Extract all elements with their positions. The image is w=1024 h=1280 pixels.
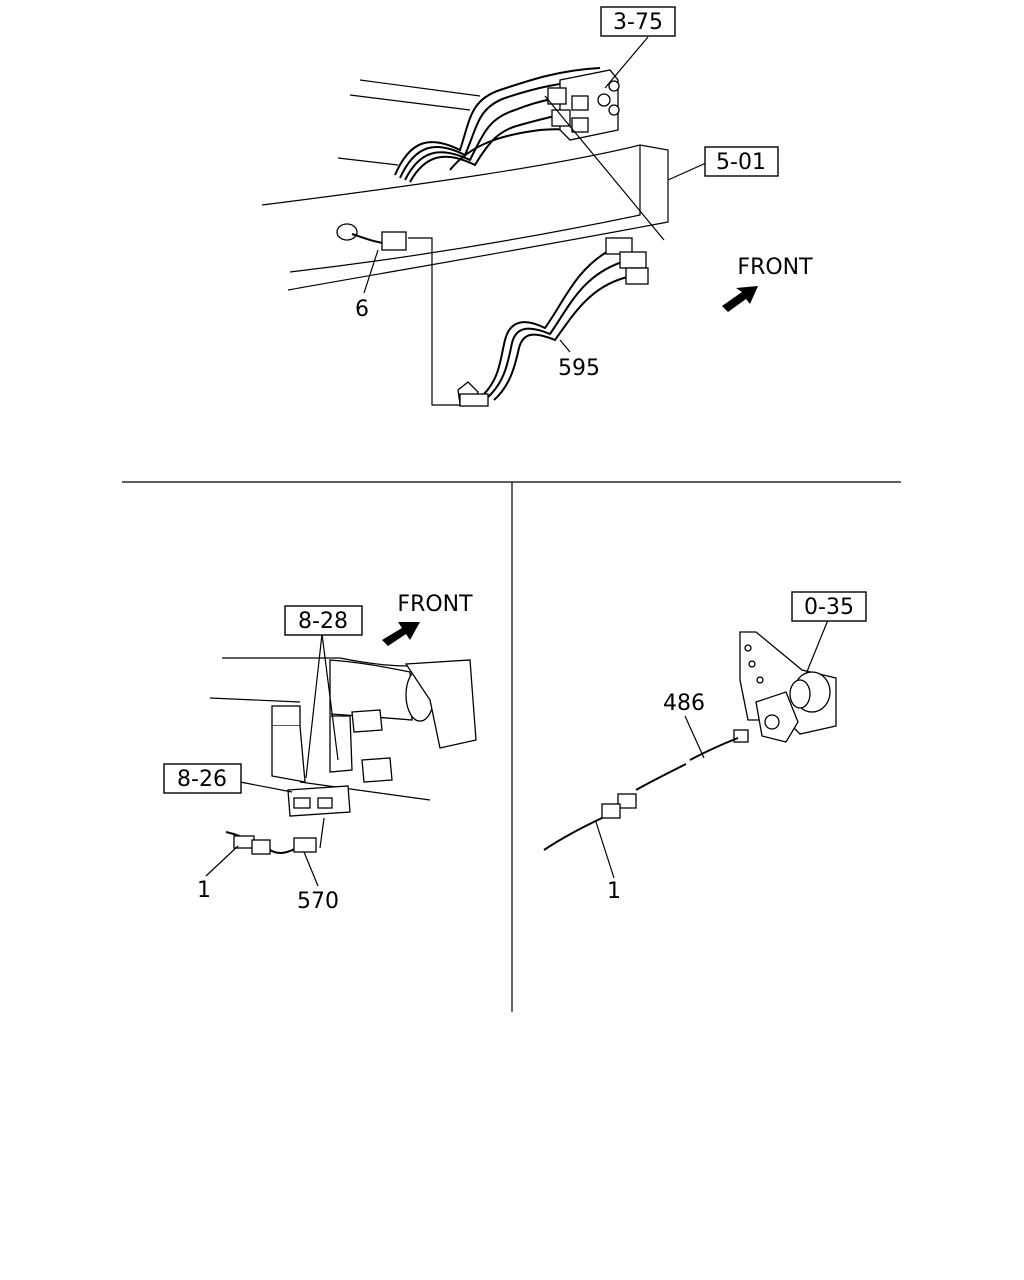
ref-box-5-01	[704, 146, 779, 177]
part-label-1: 1	[607, 879, 621, 904]
bottom-left-leaders	[205, 633, 339, 887]
ref-box-3-75	[600, 6, 676, 37]
cable-486	[543, 737, 739, 851]
top-panel: 3-75 5-01 6 595 FRONT	[261, 6, 813, 407]
ref-0-35: 0-35	[804, 595, 854, 620]
valve-block	[547, 69, 620, 141]
frame-bracket-assembly	[209, 657, 477, 817]
ref-box-8-26	[163, 763, 242, 794]
sensor-bracket	[733, 631, 837, 743]
bottom-right-leaders	[595, 619, 829, 879]
bottom-left-panel: 8-28 8-26 FRONT 1 570	[163, 592, 477, 914]
front-arrow-icon	[722, 286, 758, 312]
ref-box-8-28	[284, 605, 363, 636]
ref-box-0-35	[791, 591, 867, 622]
ref-8-28: 8-28	[298, 609, 348, 634]
harness-595	[457, 237, 649, 407]
frame-rail	[261, 79, 669, 291]
front-label: FRONT	[737, 255, 813, 280]
bottom-right-panel: 0-35 486 1	[543, 591, 867, 904]
harness-570	[225, 817, 325, 855]
sensor-6	[336, 223, 407, 251]
ref-5-01: 5-01	[716, 150, 766, 175]
part-label-1: 1	[197, 878, 211, 903]
front-label: FRONT	[397, 592, 473, 617]
part-label-486: 486	[663, 691, 705, 716]
front-arrow-icon	[382, 622, 420, 646]
part-label-570: 570	[297, 889, 339, 914]
part-label-595: 595	[558, 356, 600, 381]
ref-3-75: 3-75	[613, 10, 663, 35]
ref-8-26: 8-26	[177, 767, 227, 792]
part-label-6: 6	[355, 297, 369, 322]
top-leaders	[363, 36, 707, 406]
